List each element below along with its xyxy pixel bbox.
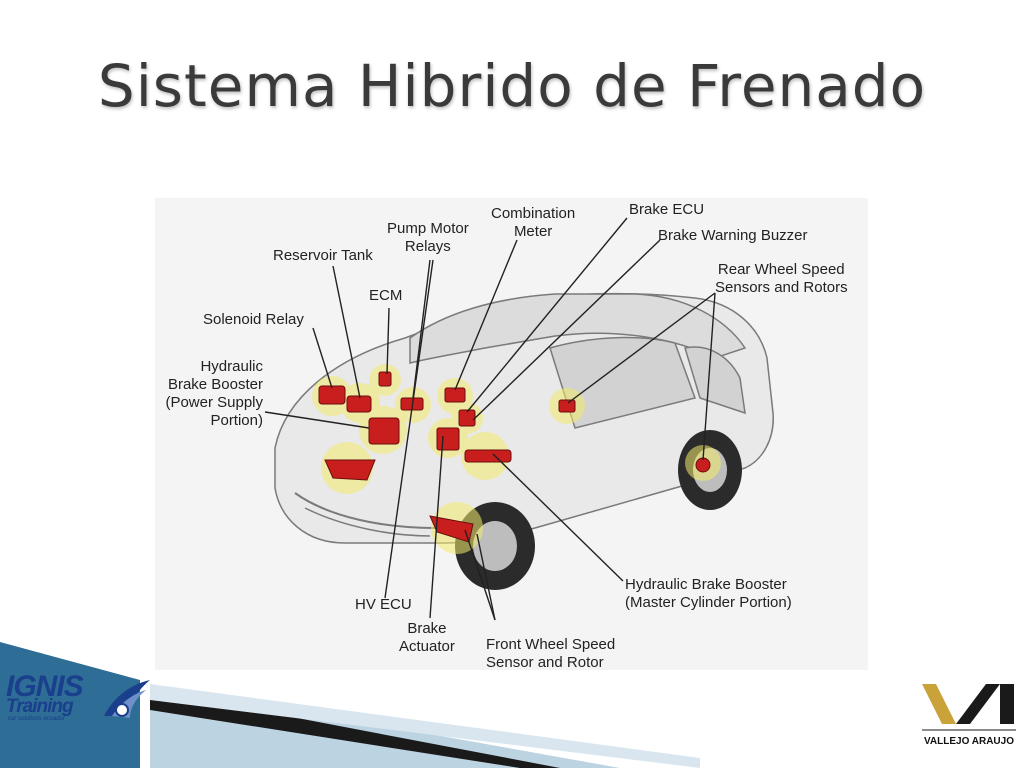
label-reservoir-tank: Reservoir Tank [273, 247, 373, 264]
logo-training-word: Training [6, 696, 74, 717]
label-rear-wheel-speed: Rear Wheel Speed Sensors and Rotors [715, 261, 848, 296]
label-hv-ecu: HV ECU [355, 596, 412, 613]
slide-title: Sistema Hibrido de Frenado [97, 52, 927, 120]
label-brake-ecu: Brake ECU [629, 201, 705, 218]
label-brake-actuator: Brake Actuator [399, 620, 455, 655]
footer-ribbon [0, 642, 700, 768]
va-emblem-icon [922, 684, 1016, 731]
label-front-wheel-speed: Front Wheel Speed Sensor and Rotor [486, 636, 616, 671]
label-solenoid-relay: Solenoid Relay [203, 311, 304, 328]
brake-system-diagram: Combination Meter Brake ECU Brake Warnin… [155, 198, 868, 671]
ignis-emblem-icon [104, 680, 150, 718]
logo-ignis-word: IGNIS [6, 670, 84, 703]
logo-tagline: car solutions ecuador [8, 716, 66, 722]
label-ecm: ECM [369, 287, 403, 304]
vallejo-araujo-logo: VALLEJO ARAUJO [916, 680, 1022, 766]
va-name: VALLEJO ARAUJO [923, 736, 1014, 747]
label-pump-motor-relays: Pump Motor Relays [387, 220, 469, 255]
label-brake-warning-buzzer: Brake Warning Buzzer [658, 227, 808, 244]
car-illustration [264, 217, 774, 621]
label-combination-meter: Combination Meter [491, 205, 576, 240]
label-hydraulic-brake-booster-master: Hydraulic Brake Booster (Master Cylinder… [625, 576, 792, 611]
label-hydraulic-brake-booster-power: Hydraulic Brake Booster (Power Supply Po… [165, 358, 263, 429]
ignis-training-logo: IGNIS Training car solutions ecuador [4, 670, 154, 728]
